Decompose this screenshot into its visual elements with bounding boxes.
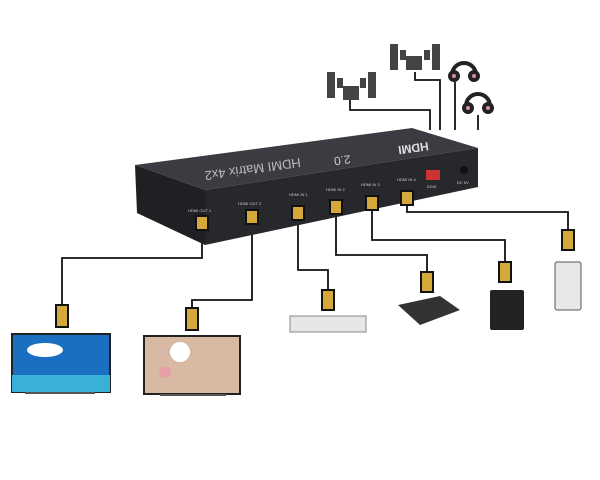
port-label-out1: HDMI OUT 1 [188,208,212,213]
cables [61,72,569,308]
hdmi-connectors [55,190,575,331]
game-console [490,290,524,330]
power-jack [460,166,468,174]
tv-1 [11,333,111,394]
device-version: 2.0 [333,152,352,168]
power-label: DC 5V [457,180,469,185]
dvd-player [289,315,367,333]
speaker-set-2 [390,44,440,70]
edid-switch[interactable] [426,170,440,180]
speaker-set-1 [327,72,376,100]
hdmi-matrix-device: HDMI Matrix 4x2 2.0 HDMI HDMI OUT 1 HDMI… [135,128,478,245]
tv-2 [143,335,241,396]
media-player [554,261,582,311]
edid-label: EDID [427,184,437,189]
port-label-in2: HDMI IN 2 [326,187,345,192]
port-label-in3: HDMI IN 3 [361,182,380,187]
headphones-2 [462,92,494,114]
hdmi-logo: HDMI [397,139,429,157]
port-label-in4: HDMI IN 4 [397,177,416,182]
set-top-box [398,296,460,325]
port-label-out2: HDMI OUT 2 [238,201,262,206]
headphones-1 [448,61,480,82]
port-label-in1: HDMI IN 1 [289,192,308,197]
